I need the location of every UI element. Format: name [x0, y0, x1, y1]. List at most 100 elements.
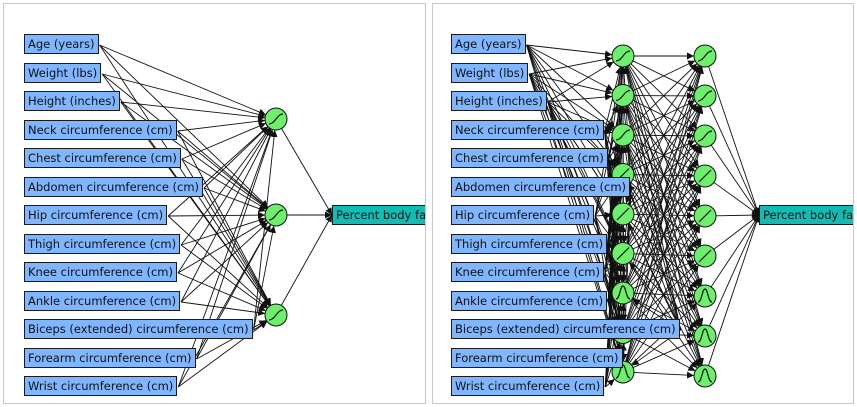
connection-edge — [630, 63, 698, 128]
connection-edge — [203, 187, 271, 306]
input-node: Hip circumference (cm) — [451, 205, 595, 225]
input-node: Thigh circumference (cm) — [24, 234, 181, 254]
hidden-node — [693, 164, 717, 188]
connection-edge — [177, 129, 274, 388]
input-node: Age (years) — [451, 34, 526, 54]
input-node: Age (years) — [24, 34, 99, 54]
input-node: Biceps (extended) circumference (cm) — [451, 319, 680, 339]
connection-edge — [708, 66, 761, 216]
network-diagram-panel-left: Age (years) Weight (lbs) Height (inches)… — [3, 3, 426, 404]
input-node: Forearm circumference (cm) — [451, 348, 623, 368]
input-node: Chest circumference (cm) — [24, 148, 181, 168]
hidden-node — [611, 242, 635, 265]
connection-edge — [253, 129, 278, 331]
connection-edge — [628, 64, 700, 166]
connection-edge — [526, 44, 617, 166]
hidden-node — [264, 107, 288, 131]
hidden-node — [611, 202, 635, 226]
connection-edge — [632, 60, 696, 92]
connection-edge — [625, 66, 704, 323]
input-node: Chest circumference (cm) — [451, 148, 608, 168]
connection-edge — [715, 211, 760, 219]
connection-edge — [167, 126, 269, 217]
sigmoid-icon — [615, 129, 631, 141]
input-node: Ankle circumference (cm) — [451, 291, 608, 311]
hidden-node — [264, 203, 288, 227]
connection-edge — [627, 65, 701, 205]
connection-edge — [203, 187, 266, 212]
input-node: Wrist circumference (cm) — [451, 376, 605, 396]
hidden-node — [611, 281, 635, 305]
input-node: Height (inches) — [24, 91, 120, 111]
connection-edge — [529, 73, 613, 95]
hidden-node — [693, 364, 717, 388]
connection-edge — [547, 101, 622, 362]
hidden-node — [693, 84, 717, 108]
connection-edge — [625, 106, 704, 362]
input-node: Hip circumference (cm) — [24, 205, 168, 225]
connection-edge — [120, 101, 268, 209]
connection-edge — [168, 211, 266, 219]
connection-edge — [595, 211, 613, 219]
connection-edge — [196, 319, 267, 360]
input-node: Weight (lbs) — [24, 63, 102, 83]
input-node: Biceps (extended) circumference (cm) — [24, 319, 253, 339]
connection-edge — [547, 93, 613, 103]
sigmoid-icon — [697, 130, 713, 142]
input-node: Knee circumference (cm) — [24, 262, 177, 282]
input-node: Abdomen circumference (cm) — [24, 177, 204, 197]
connection-edge — [624, 145, 682, 331]
connection-edge — [120, 101, 266, 121]
connection-edge — [253, 320, 268, 331]
linear-icon — [698, 249, 712, 263]
connection-edge — [180, 128, 272, 303]
connection-edge — [529, 55, 613, 75]
connection-edge — [604, 303, 624, 388]
connection-edge — [709, 105, 760, 216]
hidden-node — [611, 84, 635, 107]
connection-edge — [181, 122, 267, 160]
connection-edge — [177, 128, 271, 274]
input-node: Wrist circumference (cm) — [24, 376, 178, 396]
linear-icon — [616, 247, 630, 260]
hidden-node — [693, 204, 717, 228]
input-node: Forearm circumference (cm) — [24, 348, 196, 368]
connection-edge — [604, 127, 613, 135]
network-diagram-panel-right: Age (years) Weight (lbs) Height (inches)… — [432, 3, 854, 404]
connection-edge — [180, 222, 269, 303]
sigmoid-icon — [615, 89, 631, 102]
hidden-node — [693, 124, 717, 148]
connection-edge — [280, 214, 333, 306]
connection-edge — [713, 182, 760, 216]
input-node: Neck circumference (cm) — [451, 120, 604, 140]
connection-edge — [99, 44, 267, 116]
input-node: Thigh circumference (cm) — [451, 234, 608, 254]
connection-edge — [180, 217, 266, 246]
input-node: Ankle circumference (cm) — [24, 291, 181, 311]
linear-icon — [616, 207, 630, 221]
sigmoid-icon — [268, 113, 284, 125]
connection-edge — [99, 44, 271, 307]
connection-edge — [625, 184, 682, 331]
connection-edge — [608, 66, 625, 160]
input-node: Height (inches) — [451, 91, 547, 111]
gaussian-icon — [615, 364, 631, 379]
connection-edge — [713, 214, 760, 250]
connection-edge — [547, 61, 614, 103]
connection-edge — [526, 44, 614, 91]
gaussian-icon — [697, 288, 713, 303]
connection-edge — [102, 73, 266, 118]
sigmoid-icon — [615, 50, 631, 62]
connection-edge — [177, 117, 266, 132]
connection-edge — [99, 44, 269, 208]
connection-edge — [167, 215, 269, 308]
connection-edge — [627, 225, 701, 363]
sigmoid-icon — [268, 309, 284, 321]
sigmoid-icon — [697, 90, 713, 102]
output-node: Percent body fat — [759, 205, 853, 225]
connection-edge — [628, 264, 700, 364]
sigmoid-icon — [268, 209, 284, 221]
connection-edge — [203, 126, 269, 189]
sigmoid-icon — [697, 50, 713, 62]
connection-edge — [526, 44, 616, 128]
